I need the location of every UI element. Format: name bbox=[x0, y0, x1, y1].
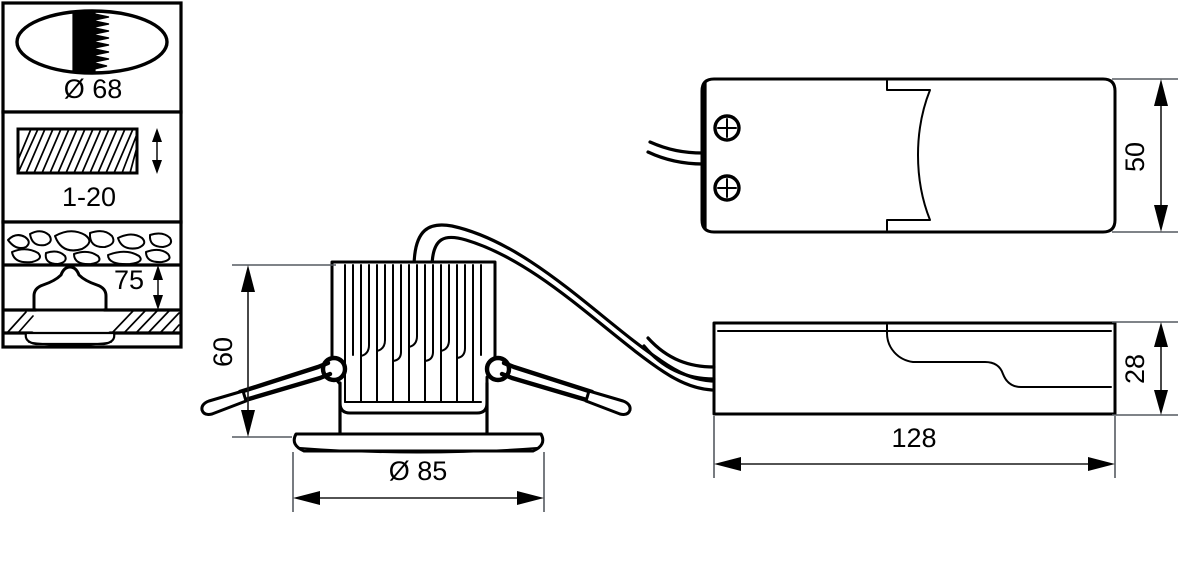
step-contour bbox=[886, 324, 1112, 388]
heatsink-slots bbox=[344, 335, 482, 403]
trim-flange bbox=[292, 432, 545, 454]
install-box-clearance: 75 bbox=[1, 220, 183, 349]
spring-clip-left bbox=[200, 355, 348, 416]
terminal-screw-lower bbox=[713, 174, 741, 202]
spring-clip-right bbox=[484, 355, 632, 416]
hatched-ceiling-slab-icon bbox=[16, 127, 162, 175]
driver-length-dimension: 128 bbox=[713, 416, 1116, 478]
installation-requirements-panel: Ø 68 bbox=[1, 1, 183, 349]
install-box-ceiling-thickness-label: 1-20 bbox=[62, 182, 116, 212]
driver-supply-wires-top bbox=[646, 140, 705, 166]
driver-length-dimension-label: 128 bbox=[891, 423, 936, 453]
driver-supply-wires-side bbox=[642, 336, 716, 381]
insulation-clearance-icon bbox=[3, 230, 181, 346]
heatsink-body bbox=[330, 260, 497, 415]
spotlight-body-shoulder bbox=[338, 381, 489, 436]
install-box-cutout-label: Ø 68 bbox=[64, 74, 123, 104]
install-box-ceiling-thickness: 1-20 bbox=[1, 110, 183, 224]
spotlight-diameter-dimension: Ø 85 bbox=[292, 452, 545, 512]
driver-top-view: 50 bbox=[646, 77, 1178, 234]
cover-seam bbox=[886, 80, 931, 231]
install-box-clearance-label: 75 bbox=[114, 265, 144, 295]
driver-height-dimension-label: 28 bbox=[1120, 354, 1150, 384]
driver-side-view: 28 128 bbox=[642, 321, 1178, 478]
driver-width-dimension: 50 bbox=[1112, 78, 1178, 233]
spotlight-height-dimension: 60 bbox=[208, 264, 336, 438]
recessed-spotlight-view: 60 Ø 85 bbox=[200, 223, 714, 512]
driver-width-dimension-label: 50 bbox=[1120, 142, 1150, 172]
terminal-screw-upper bbox=[713, 114, 741, 142]
hole-saw-icon bbox=[15, 9, 169, 75]
install-box-cutout: Ø 68 bbox=[1, 1, 183, 114]
spotlight-height-dimension-label: 60 bbox=[208, 337, 238, 367]
spotlight-diameter-dimension-label: Ø 85 bbox=[389, 456, 448, 486]
driver-height-dimension: 28 bbox=[1112, 321, 1178, 416]
